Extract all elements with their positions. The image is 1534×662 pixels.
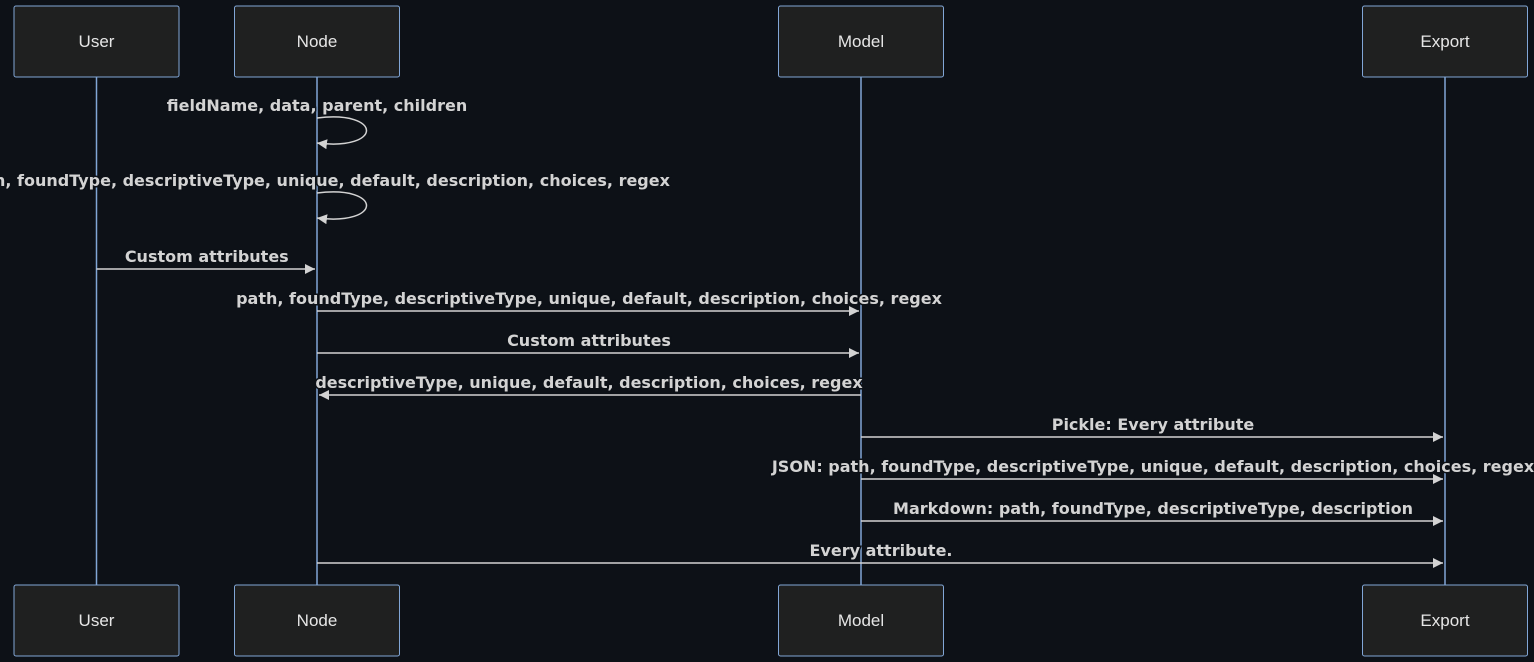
message-3: Custom attributes: [96, 246, 315, 274]
actor-user-top: User: [13, 5, 180, 78]
message-10: Every attribute.: [317, 540, 1443, 568]
message-arrow: [316, 191, 368, 225]
actor-box: [1362, 5, 1528, 78]
message-7: Pickle: Every attribute: [861, 414, 1443, 442]
actor-label: Model: [838, 611, 884, 630]
actor-model-top: Model: [778, 5, 944, 78]
message-2: path, foundType, descriptiveType, unique…: [0, 170, 672, 225]
actor-box: [778, 5, 944, 78]
actor-label: Export: [1420, 32, 1469, 51]
actor-label: Export: [1420, 611, 1469, 630]
message-label: Every attribute.: [810, 541, 953, 560]
message-label: fieldName, data, parent, children: [167, 96, 467, 115]
message-label: Custom attributes: [125, 247, 289, 266]
actor-user-bottom: User: [13, 584, 180, 657]
message-4: path, foundType, descriptiveType, unique…: [235, 288, 944, 316]
actor-node-bottom: Node: [234, 584, 400, 657]
message-1: fieldName, data, parent, children: [165, 95, 469, 150]
message-9: Markdown: path, foundType, descriptiveTy…: [861, 498, 1443, 526]
message-label: JSON: path, foundType, descriptiveType, …: [771, 457, 1534, 476]
actor-label: User: [79, 32, 115, 51]
actor-model-bottom: Model: [778, 584, 944, 657]
actor-label: User: [79, 611, 115, 630]
message-label: descriptiveType, unique, default, descri…: [315, 373, 863, 392]
message-5: Custom attributes: [317, 330, 859, 358]
actor-box: [234, 5, 400, 78]
actor-label: Node: [297, 611, 338, 630]
messages: fieldName, data, parent, children path, f…: [0, 95, 1534, 568]
actor-label: Model: [838, 32, 884, 51]
actor-export-bottom: Export: [1362, 584, 1528, 657]
message-arrow: [316, 116, 368, 150]
message-label: Custom attributes: [507, 331, 671, 350]
actor-box: [1362, 584, 1528, 657]
lifelines: [95, 77, 1446, 585]
message-6: descriptiveType, unique, default, descri…: [314, 372, 865, 400]
message-label: Pickle: Every attribute: [1052, 415, 1255, 434]
actor-label: Node: [297, 32, 338, 51]
actor-export-top: Export: [1362, 5, 1528, 78]
actor-box: [13, 584, 180, 657]
actor-box: [13, 5, 180, 78]
actor-box: [778, 584, 944, 657]
message-8: JSON: path, foundType, descriptiveType, …: [769, 456, 1534, 484]
actor-node-top: Node: [234, 5, 400, 78]
actor-box: [234, 584, 400, 657]
message-label: path, foundType, descriptiveType, unique…: [0, 171, 671, 190]
message-label: Markdown: path, foundType, descriptiveTy…: [893, 499, 1413, 518]
message-label: path, foundType, descriptiveType, unique…: [236, 289, 943, 308]
